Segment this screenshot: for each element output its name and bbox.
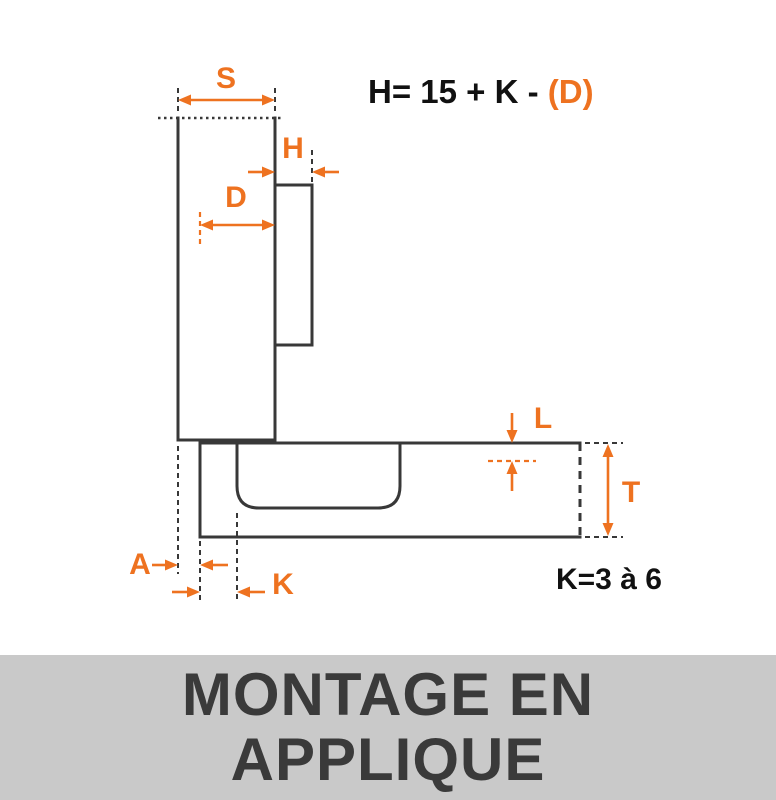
dim-s-label: S — [216, 62, 236, 95]
dim-l-label: L — [534, 402, 552, 435]
dim-l-arrow-bottom — [506, 461, 518, 474]
caption-line1: MONTAGE EN — [181, 661, 595, 729]
cabinet-panel — [198, 441, 582, 539]
dimension-a: A — [129, 446, 228, 603]
dim-a-label: A — [129, 548, 151, 581]
dim-t-arrow-top — [602, 444, 614, 457]
dim-h-arrow-right — [312, 166, 325, 178]
dimension-k: K — [172, 513, 294, 603]
dim-h-arrow-left — [262, 166, 275, 178]
dim-a-arrow-left — [165, 559, 178, 571]
dimension-h: H — [248, 132, 339, 182]
dimension-t: T — [585, 442, 640, 538]
dim-d-label: D — [225, 181, 247, 214]
dim-d-arrow-left — [200, 219, 213, 231]
caption-line2: APPLIQUE — [230, 725, 546, 793]
dim-s-arrow-right — [262, 94, 275, 106]
dim-a-arrow-right — [200, 559, 213, 571]
formula: H= 15 + K - (D) — [368, 73, 594, 110]
dim-s-arrow-left — [178, 94, 191, 106]
formula-main: H= 15 + K - — [368, 73, 548, 110]
dim-k-arrow-right — [237, 586, 250, 598]
dim-h-label: H — [282, 132, 304, 165]
caption-banner: MONTAGE EN APPLIQUE — [0, 655, 776, 800]
cabinet-panel-outline — [198, 441, 582, 539]
dimension-d: D — [198, 181, 275, 244]
hinge-mounting-diagram: S H D L — [129, 62, 662, 603]
formula-highlight: (D) — [548, 73, 594, 110]
dim-t-label: T — [622, 476, 640, 509]
door-panel — [158, 116, 283, 442]
dim-l-arrow-top — [506, 430, 518, 443]
dim-d-arrow-right — [262, 219, 275, 231]
dim-k-arrow-left — [187, 586, 200, 598]
dimension-l: L — [488, 402, 552, 491]
dim-t-arrow-bottom — [602, 523, 614, 536]
dim-k-label: K — [272, 568, 294, 601]
k-range-note: K=3 à 6 — [556, 563, 662, 596]
dimension-s: S — [177, 62, 276, 114]
hinge-arm-plate — [273, 183, 314, 347]
hinge-cup-slot — [235, 441, 402, 510]
